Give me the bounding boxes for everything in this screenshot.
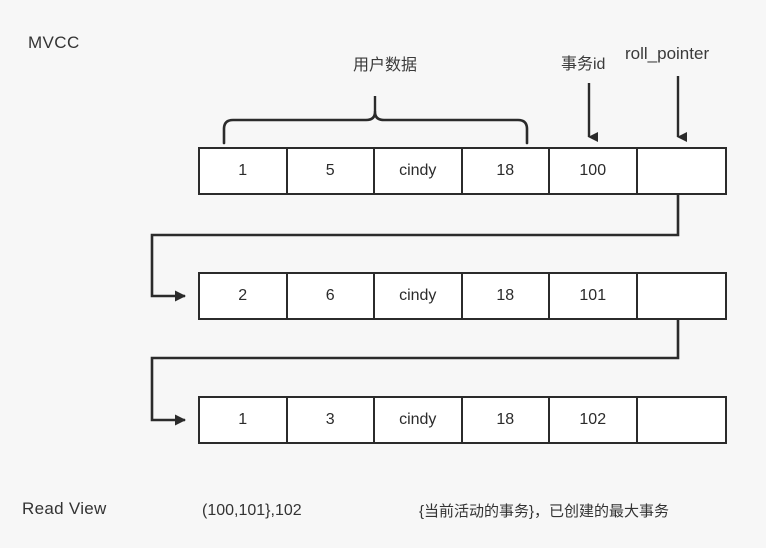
cell-r1-c0: 2 xyxy=(200,274,288,318)
cell-r0-c5-roll-pointer xyxy=(637,149,725,193)
user-data-label: 用户数据 xyxy=(353,57,418,74)
cell-r2-c2: cindy xyxy=(375,398,463,442)
roll-pointer-label: roll_pointer xyxy=(625,44,710,63)
read-view-title: Read View xyxy=(22,499,107,518)
cell-r1-c5-roll-pointer xyxy=(637,274,725,318)
cell-r0-c0: 1 xyxy=(200,149,288,193)
cell-r0-c2: cindy xyxy=(375,149,463,193)
version-row-1: 2 6 cindy 18 101 xyxy=(198,272,727,320)
cell-r1-c2: cindy xyxy=(375,274,463,318)
cell-r2-c0: 1 xyxy=(200,398,288,442)
user-data-brace xyxy=(222,96,529,145)
version-row-0: 1 5 cindy 18 100 xyxy=(198,147,727,195)
cell-r2-c5-roll-pointer xyxy=(637,398,725,442)
cell-r1-c1: 6 xyxy=(287,274,375,318)
read-view-value: (100,101},102 xyxy=(202,502,302,519)
cell-r0-c1: 5 xyxy=(287,149,375,193)
cell-r0-c3: 18 xyxy=(462,149,550,193)
cell-r1-c3: 18 xyxy=(462,274,550,318)
trx-id-label: 事务id xyxy=(561,56,606,73)
cell-r0-c4-trx-id: 100 xyxy=(550,149,638,193)
cell-r1-c4-trx-id: 101 xyxy=(550,274,638,318)
cell-r2-c1: 3 xyxy=(287,398,375,442)
version-row-2: 1 3 cindy 18 102 xyxy=(198,396,727,444)
read-view-note: {当前活动的事务}，已创建的最大事务 xyxy=(419,503,670,520)
page-title: MVCC xyxy=(28,33,80,52)
cell-r2-c4-trx-id: 102 xyxy=(550,398,638,442)
cell-r2-c3: 18 xyxy=(462,398,550,442)
